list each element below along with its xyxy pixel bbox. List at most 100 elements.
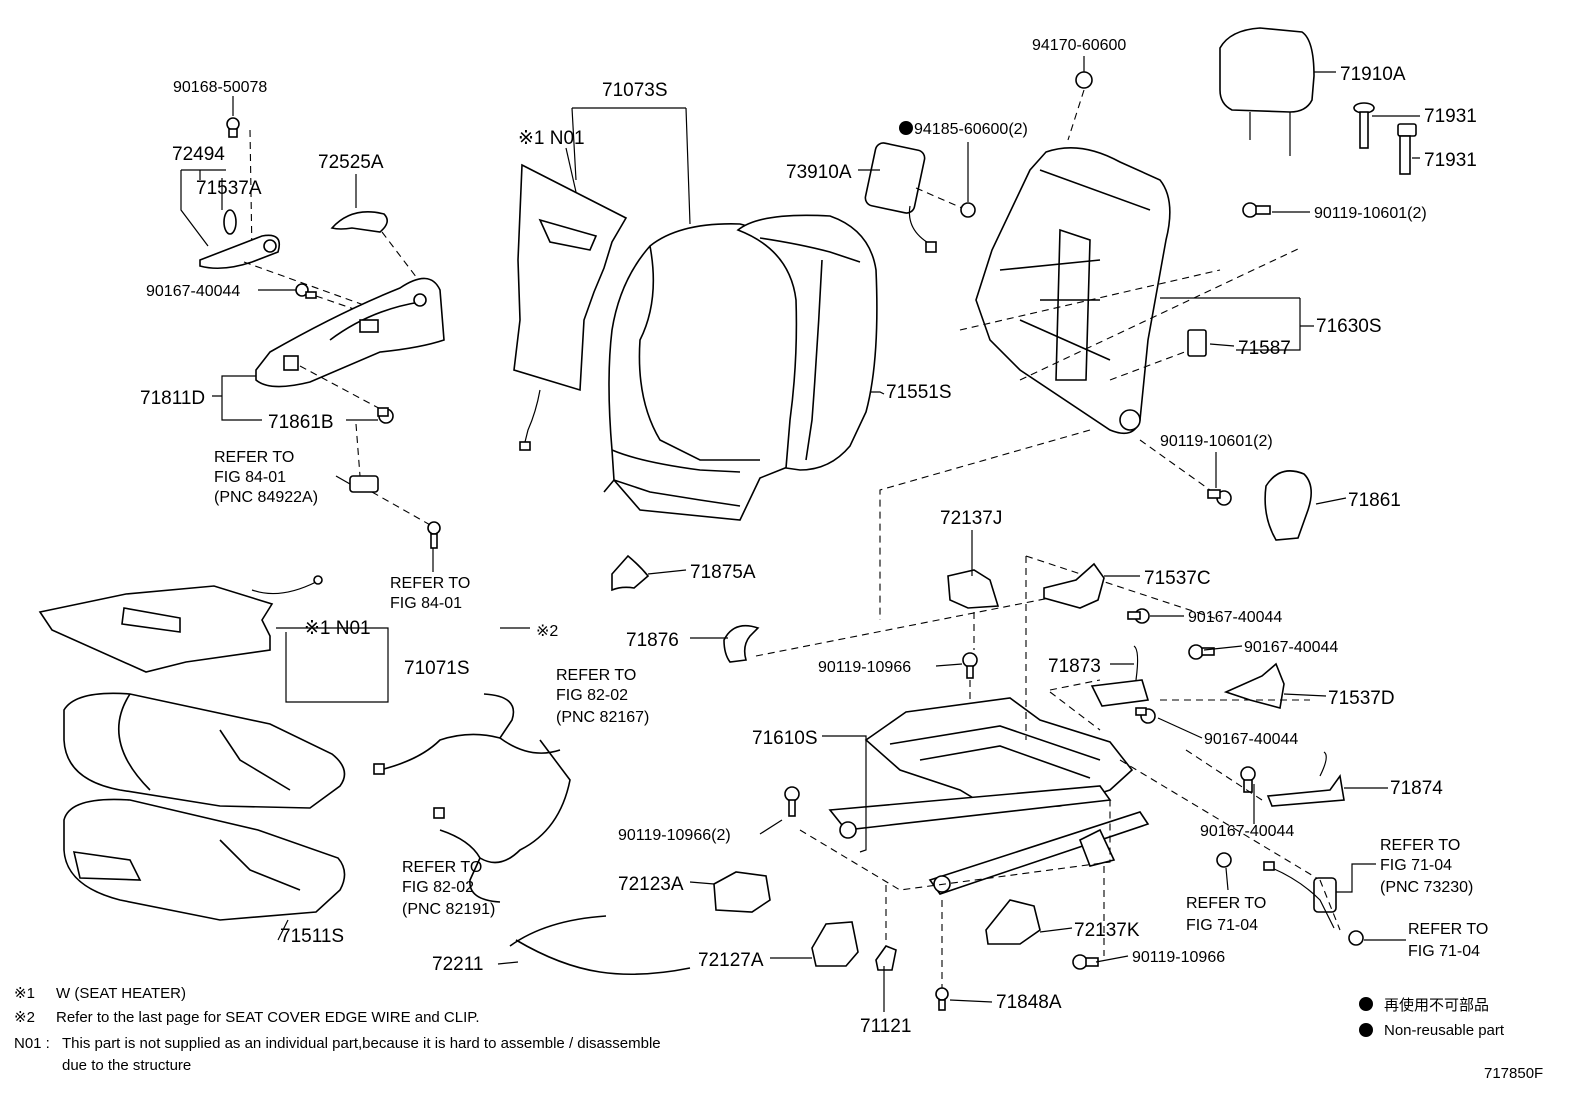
label-71861B: 71861B [268,412,334,433]
cover-72123A [713,871,771,913]
side-cover-71811D [255,277,445,388]
harness-82167 [373,693,571,903]
part-71875A [611,554,650,592]
back-frame-71630S [975,146,1171,435]
label-n01-bottom: ※1 N01 [304,618,371,639]
label-refer-84-01-1: REFER TO [390,575,470,592]
label-90119-10601-b: 90119-10601(2) [1160,433,1273,450]
bolt-84-01 [427,521,441,549]
label-90119-10966-c: 90119-10966 [1132,949,1225,966]
wire-72211 [509,915,691,976]
label-refer-82-02-a1: REFER TO [556,667,636,684]
label-90119-10601-a: 90119-10601(2) [1314,205,1427,222]
label-refer-82-02-b1: REFER TO [402,859,482,876]
label-71511S: 71511S [280,926,344,947]
label-refer-71-04-b3: (PNC 73230) [1380,879,1473,896]
label-n01-top: ※1 N01 [518,128,585,149]
label-94170-60600: 94170-60600 [1032,37,1126,54]
label-71610S: 71610S [752,728,818,749]
label-71071S: 71071S [404,658,470,679]
cushion-pad-71511S [63,798,346,921]
cushion-cover-71071S [63,692,346,809]
label-refer-82-02-a3: (PNC 82167) [556,709,649,726]
seatback-heater-n01 [513,163,628,451]
label-72494: 72494 [172,144,225,165]
guide-71931-b [1397,123,1417,175]
label-71537D: 71537D [1328,688,1395,709]
bolt-90119-10601-b [1207,489,1232,506]
part-71876 [723,624,760,663]
label-71875A: 71875A [690,562,756,583]
label-72137K: 72137K [1074,920,1140,941]
label-72123A: 72123A [618,874,684,895]
label-refer-71-04-c1: REFER TO [1408,921,1488,938]
label-refer-71-04-a2: FIG 71-04 [1186,917,1258,934]
lever-knob-71537A [199,209,281,270]
label-72137J: 72137J [940,508,1002,529]
nut-71-04-b [1348,930,1364,946]
figure-id: 717850F [1484,1065,1543,1082]
buckle-73230 [1263,861,1337,929]
label-73910A: 73910A [786,162,852,183]
cover-72525A [330,211,388,233]
cap-71861 [1264,470,1312,541]
seat-frame-71610S [828,697,1150,895]
label-clip-note: ※2 [536,623,558,640]
label-90168-50078: 90168-50078 [173,79,267,96]
label-71848A: 71848A [996,992,1062,1013]
guide-71931-a [1353,102,1375,149]
cover-72127A [811,921,859,967]
label-72127A: 72127A [698,950,764,971]
screw-90167-40044-d [1135,707,1156,724]
footnote-text-2: Refer to the last page for SEAT COVER ED… [56,1009,480,1026]
label-71811D: 71811D [140,388,205,409]
footnote-text-3a: This part is not supplied as an individu… [62,1035,661,1052]
bracket-72137K [985,899,1041,945]
bracket-71537C [1043,562,1105,609]
label-71121: 71121 [860,1016,911,1037]
latch-71587 [1187,329,1207,357]
label-71876: 71876 [626,630,679,651]
airbag-73910A [864,142,937,253]
bolt-71848A [935,987,949,1011]
label-71910A: 71910A [1340,64,1406,85]
label-refer-84-01-2: FIG 84-01 [390,595,462,612]
footnote-mark-2: ※2 [14,1009,35,1026]
screw-90167-40044-a [295,283,317,299]
bracket-71874 [1266,751,1345,807]
label-refer-84-01-pnc-3: (PNC 84922A) [214,489,318,506]
label-71537C: 71537C [1144,568,1211,589]
label-refer-71-04-b1: REFER TO [1380,837,1460,854]
label-refer-82-02-b3: (PNC 82191) [402,901,495,918]
nut-71-04-a [1216,852,1232,868]
screw-90167-40044-c [1188,644,1215,660]
bolt-90119-10966-b [784,786,800,817]
label-71931-b: 71931 [1424,150,1477,171]
label-71861: 71861 [1348,490,1401,511]
bolt-90119-10966-a [962,652,978,679]
label-71551S: 71551S [886,382,952,403]
footnote-text-1: W (SEAT HEATER) [56,985,186,1002]
label-71630S: 71630S [1316,316,1382,337]
legend-line-2: Non-reusable part [1384,1022,1505,1039]
label-90167-40044-e: 90167-40044 [1200,823,1294,840]
label-72211: 72211 [432,954,483,975]
label-90167-40044-d: 90167-40044 [1204,731,1298,748]
screw-90167-40044-e [1240,766,1256,793]
label-71073S: 71073S [602,80,668,101]
screw-90167-40044-b [1127,608,1150,624]
leader-lines [180,56,1420,1012]
footnote-mark-1: ※1 [14,985,35,1002]
footnote-mark-3: N01 : [14,1035,50,1052]
cushion-heater-n01 [38,575,323,673]
label-90167-40044-a: 90167-40044 [146,283,240,300]
label-refer-71-04-b2: FIG 71-04 [1380,857,1452,874]
legend-bullet-icon-1 [1359,997,1373,1011]
screw-90119-10966-c [1072,954,1099,970]
non-reusable-marker-icon [899,121,913,135]
label-71873: 71873 [1048,656,1101,677]
seatback-pad-71551S [736,214,878,471]
footnotes: ※1 W (SEAT HEATER) ※2 Refer to the last … [14,985,661,1074]
label-refer-84-01-pnc-1: REFER TO [214,449,294,466]
